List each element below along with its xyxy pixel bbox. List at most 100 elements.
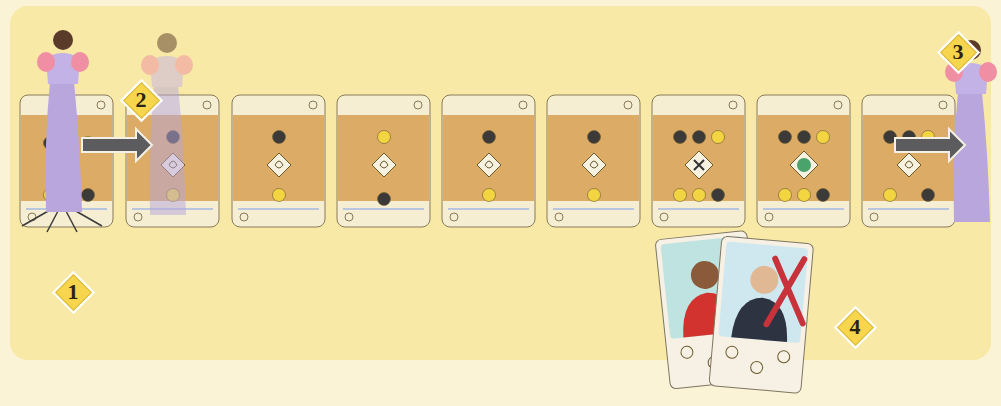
portrait-head — [690, 260, 721, 291]
card-frame — [709, 236, 814, 393]
tile-floor — [758, 115, 849, 201]
diamond-edge — [940, 34, 975, 69]
seat-dot — [588, 131, 601, 144]
seat-dot — [82, 189, 95, 202]
track-tile — [337, 95, 430, 227]
track-tile — [652, 95, 745, 227]
move-arrow — [895, 129, 965, 161]
seat-dot — [588, 189, 601, 202]
tile-symbol — [203, 101, 211, 109]
track-tile — [547, 95, 640, 227]
head — [53, 30, 73, 50]
callout-number: 3 — [937, 31, 980, 74]
tile-frame — [337, 95, 430, 227]
diamond-edge — [55, 274, 90, 309]
diamond-fill — [938, 32, 978, 72]
gown — [46, 82, 83, 212]
tile-rail — [553, 208, 634, 210]
burst-line — [47, 212, 58, 232]
diamond-fill — [121, 80, 161, 120]
panel — [10, 6, 991, 360]
diamond-glyph — [380, 161, 388, 168]
seat-dot — [378, 193, 391, 206]
burst-line — [22, 210, 50, 226]
seat-dot — [273, 189, 286, 202]
tile-symbol — [309, 101, 317, 109]
seat-dot — [922, 189, 935, 202]
tile-rail — [448, 208, 529, 210]
tile-symbol — [834, 101, 842, 109]
callout-text: 1 — [68, 281, 79, 303]
cards — [655, 230, 814, 393]
tile-rail — [868, 208, 949, 210]
seat-dot — [483, 131, 496, 144]
feather-shoulder — [175, 55, 193, 75]
tile-symbol — [870, 213, 878, 221]
tile-symbol — [729, 101, 737, 109]
diamond-icon — [790, 151, 818, 179]
tile-symbol — [660, 213, 668, 221]
card-symbol — [777, 350, 790, 363]
head — [157, 33, 177, 53]
tile-frame — [442, 95, 535, 227]
diamond-glyph — [905, 161, 913, 168]
feather-shoulder — [71, 52, 89, 72]
tile-symbol — [414, 101, 422, 109]
diamond-icon — [582, 153, 606, 177]
track-tile — [232, 95, 325, 227]
burst-line — [74, 210, 102, 226]
seat-dot — [693, 189, 706, 202]
move-arrow — [82, 129, 152, 161]
diamond-glyph — [485, 161, 493, 168]
seat-dot — [779, 131, 792, 144]
cross-icon — [694, 160, 704, 170]
feather-shoulder — [979, 62, 997, 82]
gown — [954, 92, 991, 222]
seat-dot — [674, 131, 687, 144]
tile-symbol — [765, 213, 773, 221]
callout-number: 1 — [52, 271, 95, 314]
tile-frame — [232, 95, 325, 227]
callout-text: 3 — [953, 41, 964, 63]
seat-dot — [712, 189, 725, 202]
card-portrait — [718, 241, 808, 343]
guest-figure — [37, 30, 89, 212]
seat-dot — [817, 131, 830, 144]
tile-symbol — [519, 101, 527, 109]
portrait-head — [749, 265, 779, 295]
tile-symbol — [134, 213, 142, 221]
tile-symbol — [624, 101, 632, 109]
seat-dot — [779, 189, 792, 202]
diamond-glyph — [590, 161, 598, 168]
diamond-icon — [372, 153, 396, 177]
diamond-icon — [267, 153, 291, 177]
tile-rail — [238, 208, 319, 210]
diamond-edge — [123, 82, 158, 117]
seat-dot — [798, 131, 811, 144]
seat-dot — [884, 189, 897, 202]
diamond-edge — [837, 309, 872, 344]
tile-floor — [863, 115, 954, 201]
guest-figure — [141, 33, 193, 215]
card-symbol — [750, 361, 763, 374]
seat-dot — [273, 131, 286, 144]
tile-symbol — [345, 213, 353, 221]
card-symbol — [725, 346, 738, 359]
diamond-icon — [685, 151, 713, 179]
tile-floor — [443, 115, 534, 201]
tile-frame — [757, 95, 850, 227]
tile-rail — [343, 208, 424, 210]
tile-floor — [548, 115, 639, 201]
track-tile — [862, 95, 955, 227]
figures — [22, 30, 997, 232]
seat-dot — [483, 189, 496, 202]
tile-floor — [338, 115, 429, 201]
green-token — [797, 158, 811, 172]
burst-line — [67, 212, 78, 232]
cross-out — [766, 256, 808, 327]
card-symbol — [680, 346, 693, 359]
tile-floor — [233, 115, 324, 201]
tile-floor — [653, 115, 744, 201]
